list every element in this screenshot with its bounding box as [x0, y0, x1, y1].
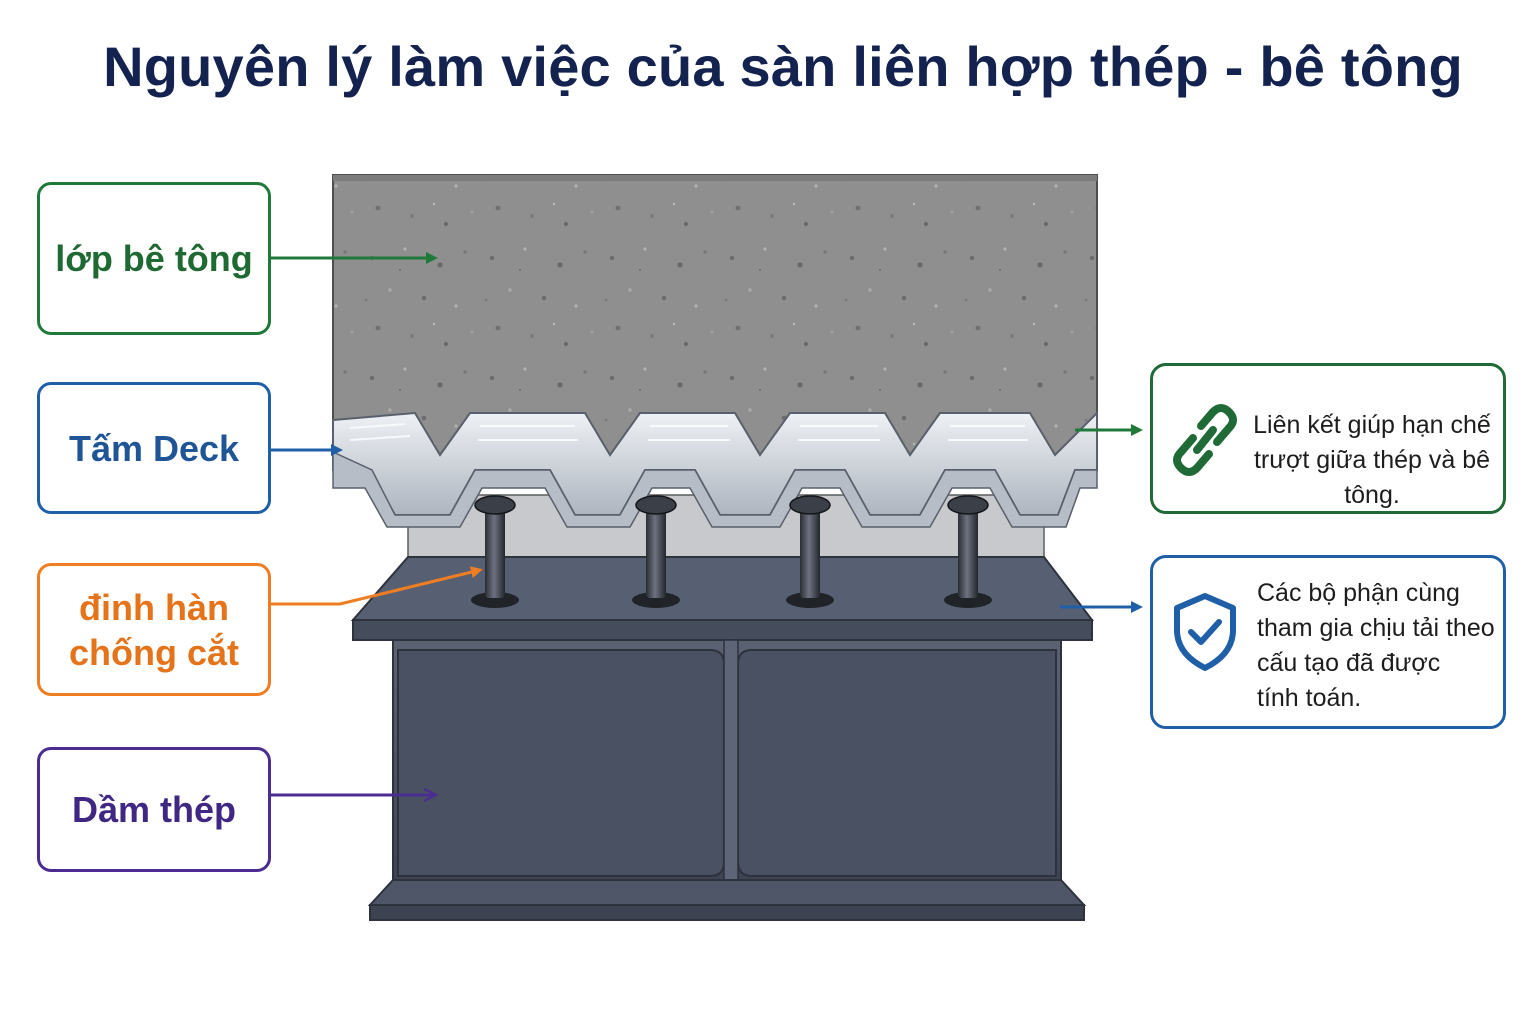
link-info-text: Liên kết giúp hạn chế trượt giữa thép và… [1253, 411, 1491, 509]
shear-stud-1 [471, 495, 519, 608]
shear-stud-label: đinh hàn chống cắt [37, 563, 271, 696]
shield-check-icon [1174, 593, 1236, 671]
link-info-box: Liên kết giúp hạn chế trượt giữa thép và… [1150, 363, 1506, 514]
page-title: Nguyên lý làm việc của sàn liên hợp thép… [103, 35, 1463, 98]
shear-stud-3 [786, 495, 834, 608]
shear-stud-4 [944, 495, 992, 608]
steel-beam-top-flange [350, 556, 1095, 641]
steel-beam-label: Dầm thép [37, 747, 271, 872]
concrete-layer-label: lớp bê tông [37, 182, 271, 335]
deck-sheet [332, 410, 1098, 528]
chain-link-icon [1173, 404, 1237, 476]
deck-sheet-label: Tấm Deck [37, 382, 271, 514]
load-info-text: Các bộ phận cùng tham gia chịu tải theo … [1257, 579, 1495, 712]
shear-stud-2 [632, 495, 680, 608]
load-info-box: Các bộ phận cùng tham gia chịu tải theo … [1150, 555, 1506, 729]
steel-beam-body [367, 639, 1087, 921]
stud-arrow [271, 566, 483, 606]
